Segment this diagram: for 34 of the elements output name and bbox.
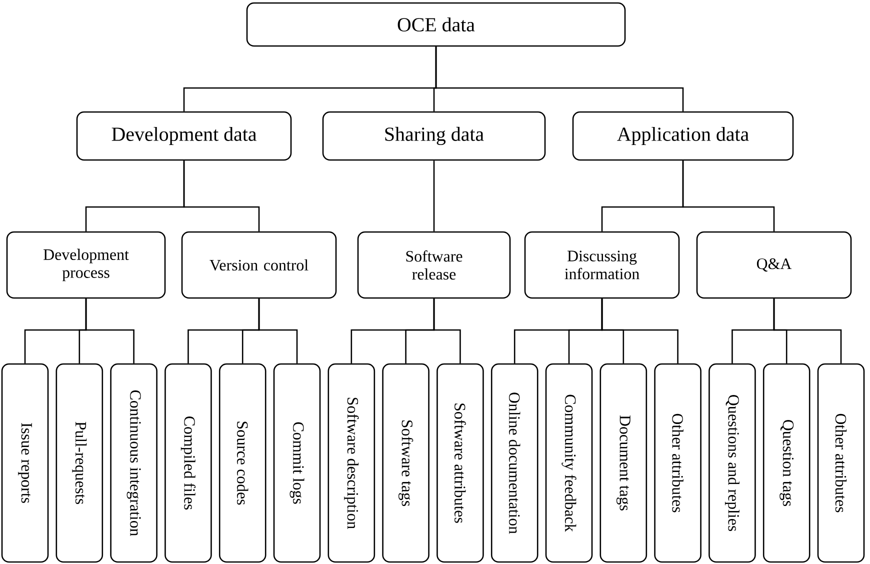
connector xyxy=(433,160,435,232)
leaf-box: Compiled files xyxy=(164,363,212,563)
leaf-box: Software attributes xyxy=(436,363,484,563)
leaf-box: Commit logs xyxy=(273,363,321,563)
leaf-box: Online documentation xyxy=(490,363,538,563)
leaf-box: Other attributes xyxy=(654,363,702,563)
connector xyxy=(258,298,298,364)
subcategory-box: Discussing information xyxy=(524,231,680,299)
leaf-box: Question tags xyxy=(762,363,810,563)
connector xyxy=(183,160,260,232)
leaf-box: Source codes xyxy=(218,363,266,563)
connector xyxy=(682,160,775,232)
leaf-box: Questions and replies xyxy=(708,363,756,563)
subcategory-box: Version control xyxy=(181,231,337,299)
category-box: Development data xyxy=(76,111,292,161)
leaf-box: Software description xyxy=(328,363,376,563)
connector xyxy=(601,298,678,364)
subcategory-box: Q&A xyxy=(696,231,852,299)
leaf-box: Other attributes xyxy=(817,363,865,563)
connector xyxy=(435,46,684,112)
category-box: Application data xyxy=(572,111,794,161)
leaf-box: Community feedback xyxy=(545,363,593,563)
leaf-box: Pull-requests xyxy=(56,363,104,563)
leaf-box: Continuous integration xyxy=(110,363,158,563)
subcategory-box: Software release xyxy=(357,231,511,299)
connector xyxy=(773,298,842,364)
category-box: Sharing data xyxy=(322,111,546,161)
subcategory-box: Development process xyxy=(6,231,166,299)
root-box: OCE data xyxy=(246,2,626,47)
leaf-box: Software tags xyxy=(382,363,430,563)
connector xyxy=(433,298,461,364)
connector xyxy=(85,298,134,364)
leaf-box: Issue reports xyxy=(1,363,49,563)
leaf-box: Document tags xyxy=(600,363,648,563)
